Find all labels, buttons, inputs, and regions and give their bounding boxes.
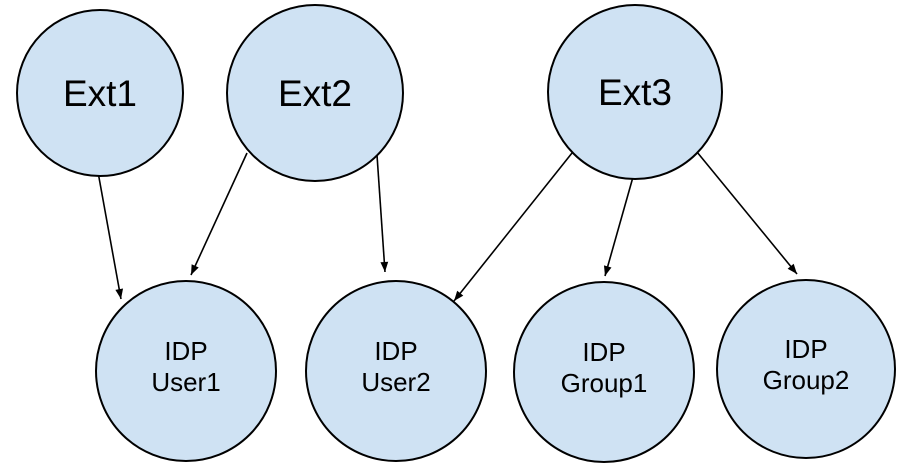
node-ext1-label-line1: Ext1 <box>63 73 137 114</box>
node-ext3-circle <box>547 4 723 180</box>
node-idp-user1-label-line1: IDP <box>164 336 207 366</box>
node-idp-group2-circle <box>716 279 896 459</box>
edge-ext3-to-idp-group1 <box>603 176 634 277</box>
node-idp-group1-label-line2: Group1 <box>561 368 648 398</box>
node-idp-group2-label-line1: IDP <box>784 334 827 364</box>
node-idp-user2-label-line2: User2 <box>361 367 430 397</box>
node-idp-group1-label-line1: IDP <box>582 337 625 367</box>
node-idp-user2-label-line1: IDP <box>374 336 417 366</box>
node-idp-user2-circle <box>305 280 487 462</box>
node-idp-user1-circle <box>95 280 277 462</box>
edge-ext3-to-idp-group2 <box>696 151 798 275</box>
edges-layer <box>97 151 798 302</box>
node-ext2-circle <box>226 4 404 182</box>
node-ext2-label-line1: Ext2 <box>278 73 352 114</box>
node-idp-user1-label-line2: User1 <box>151 367 220 397</box>
node-ext2: Ext2 <box>226 4 404 182</box>
edge-ext2-to-idp-user2 <box>376 154 389 273</box>
node-ext1-circle <box>16 9 184 177</box>
node-ext3: Ext3 <box>547 4 723 180</box>
edge-ext3-to-idp-user2 <box>453 152 573 302</box>
node-idp-group2-label-line2: Group2 <box>763 365 850 395</box>
node-ext3-label-line1: Ext3 <box>598 72 672 113</box>
node-idp-group1-circle <box>513 281 695 463</box>
node-ext1: Ext1 <box>16 9 184 177</box>
edge-ext1-to-idp-user1 <box>97 171 124 300</box>
edge-ext2-to-idp-user1 <box>190 152 248 276</box>
